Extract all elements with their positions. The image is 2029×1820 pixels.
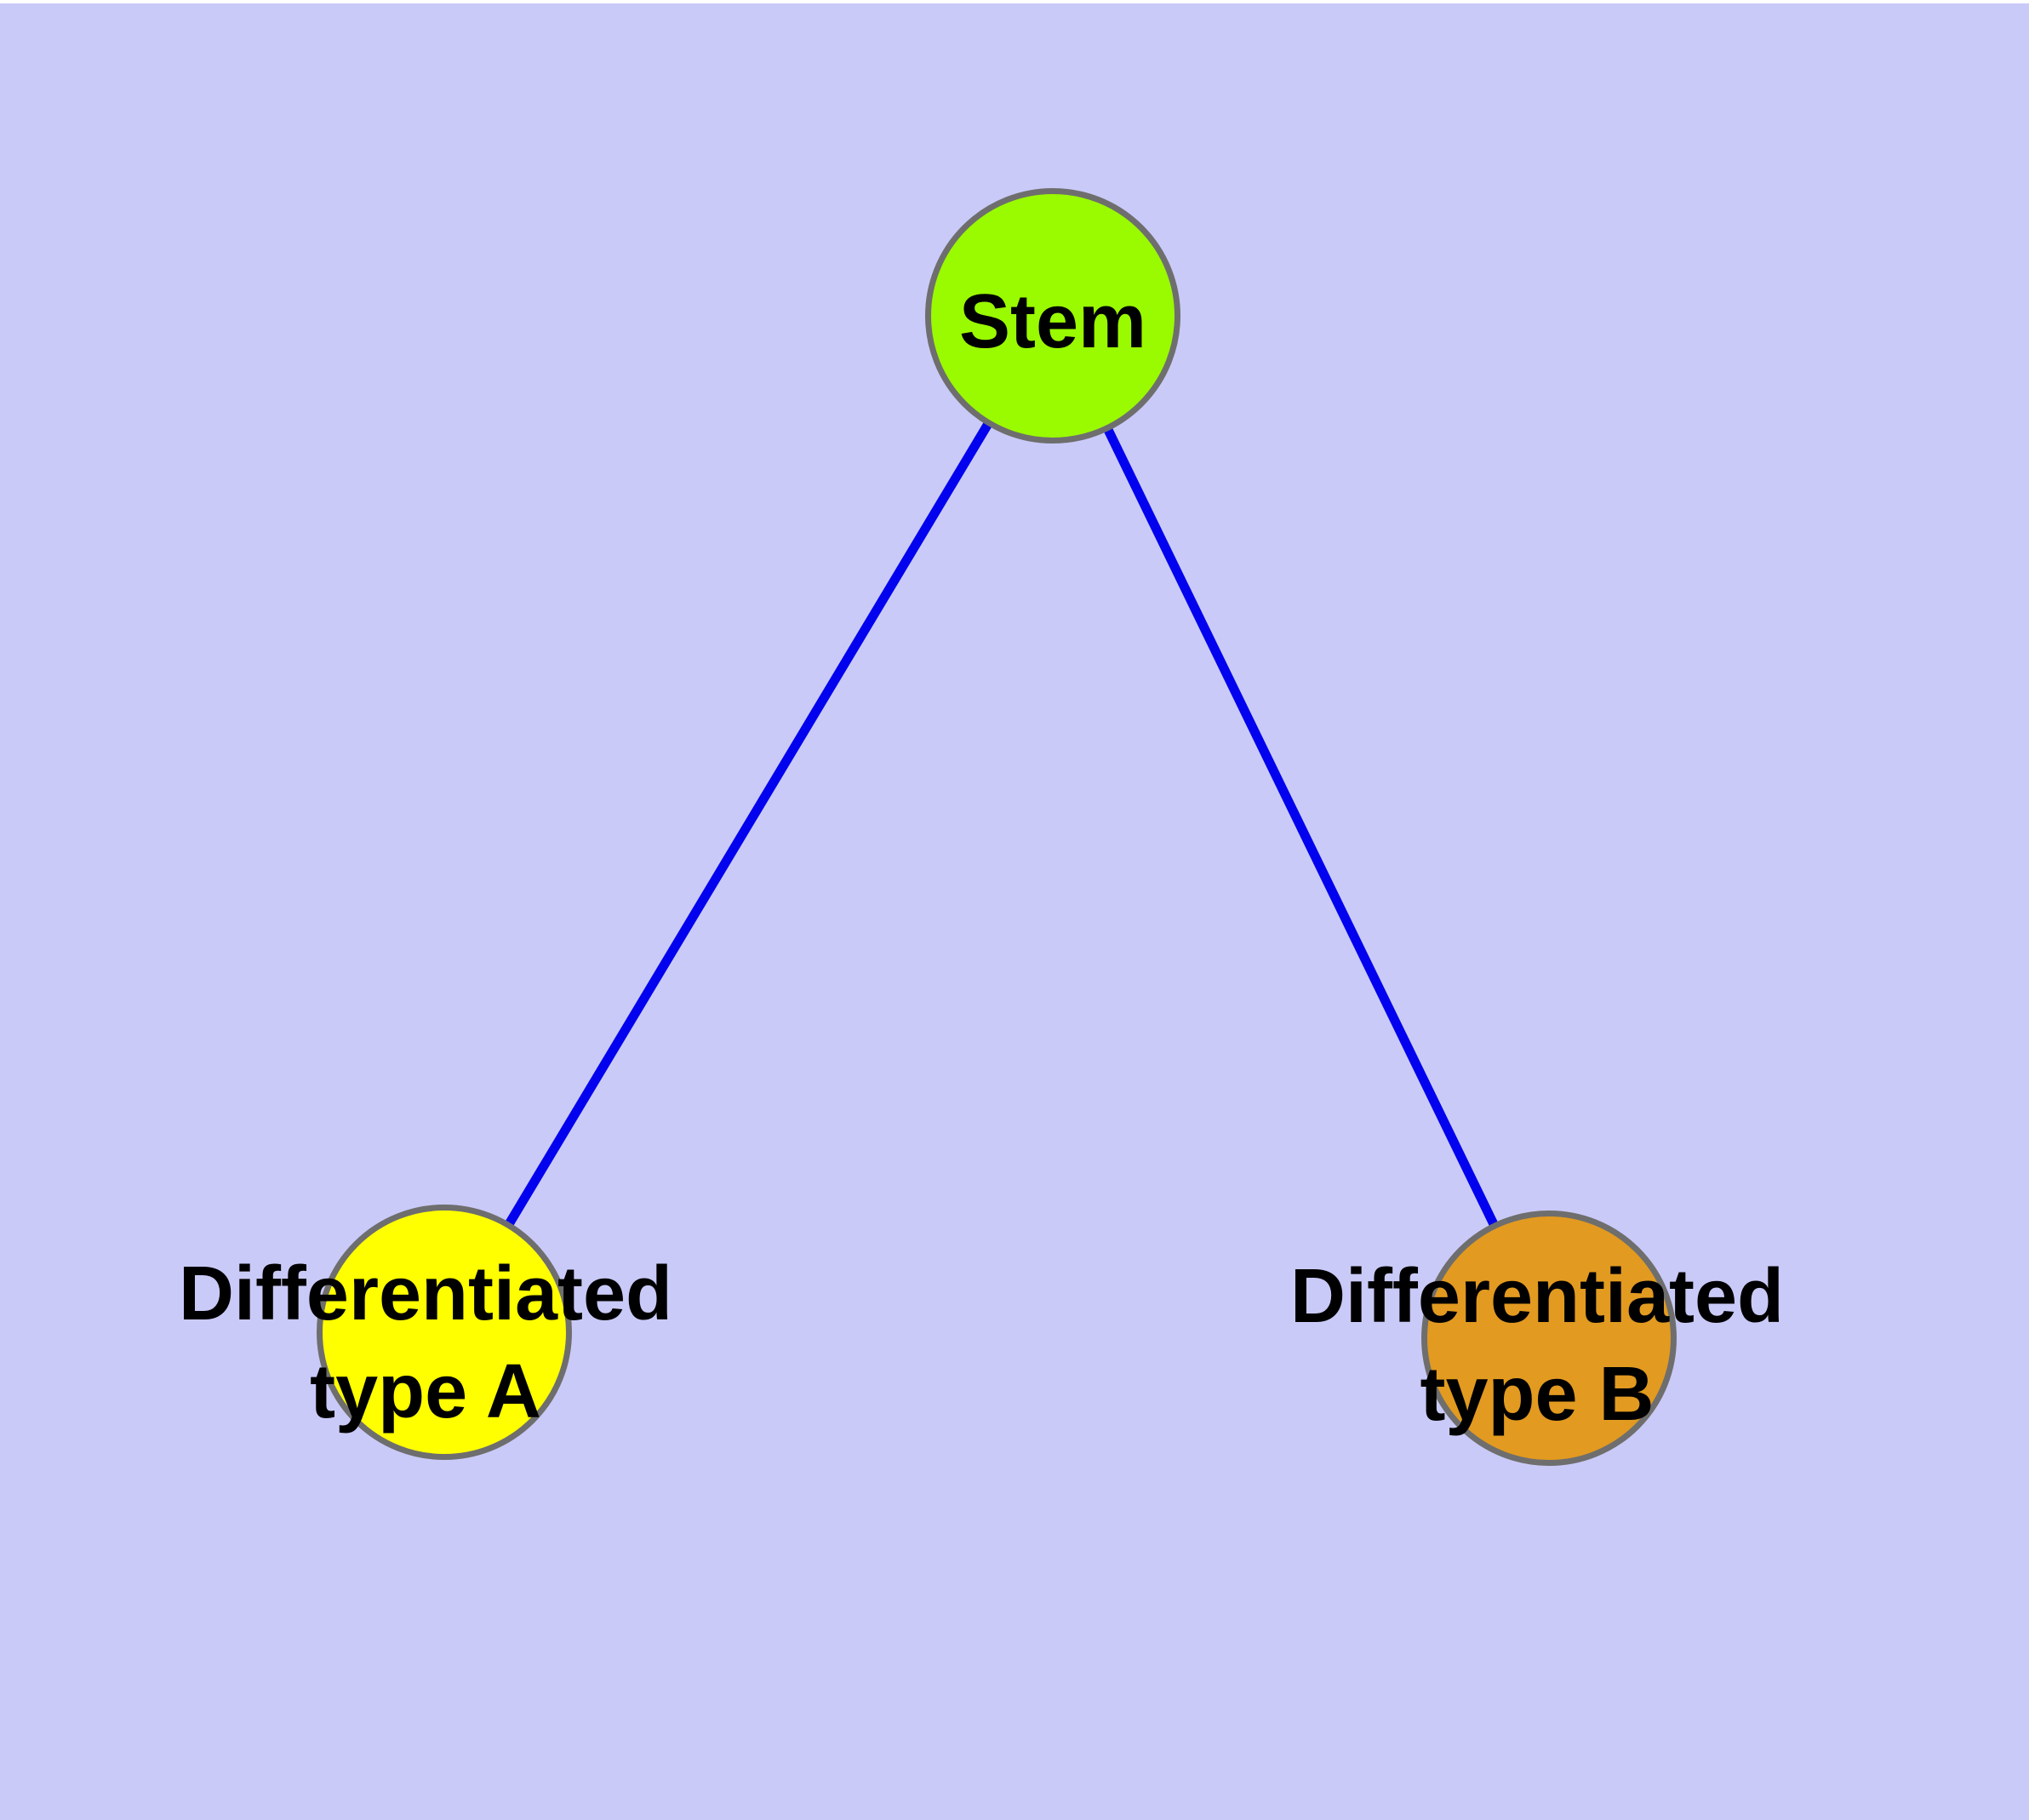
node-type-a-label-line1: Differentiated <box>179 1251 672 1336</box>
node-type-b-label-line1: Differentiated <box>1290 1254 1784 1339</box>
node-stem-label: Stem <box>959 279 1146 364</box>
node-type-a-label-line2: type A <box>310 1349 541 1434</box>
node-type-b-label-line2: type B <box>1420 1352 1654 1437</box>
node-stem-circle <box>925 188 1180 444</box>
node-type-a-circle <box>317 1205 572 1460</box>
edge-stem-to-type-b <box>1049 313 1553 1341</box>
edge-stem-to-type-a <box>440 313 1057 1335</box>
node-type-b-circle <box>1421 1210 1677 1466</box>
